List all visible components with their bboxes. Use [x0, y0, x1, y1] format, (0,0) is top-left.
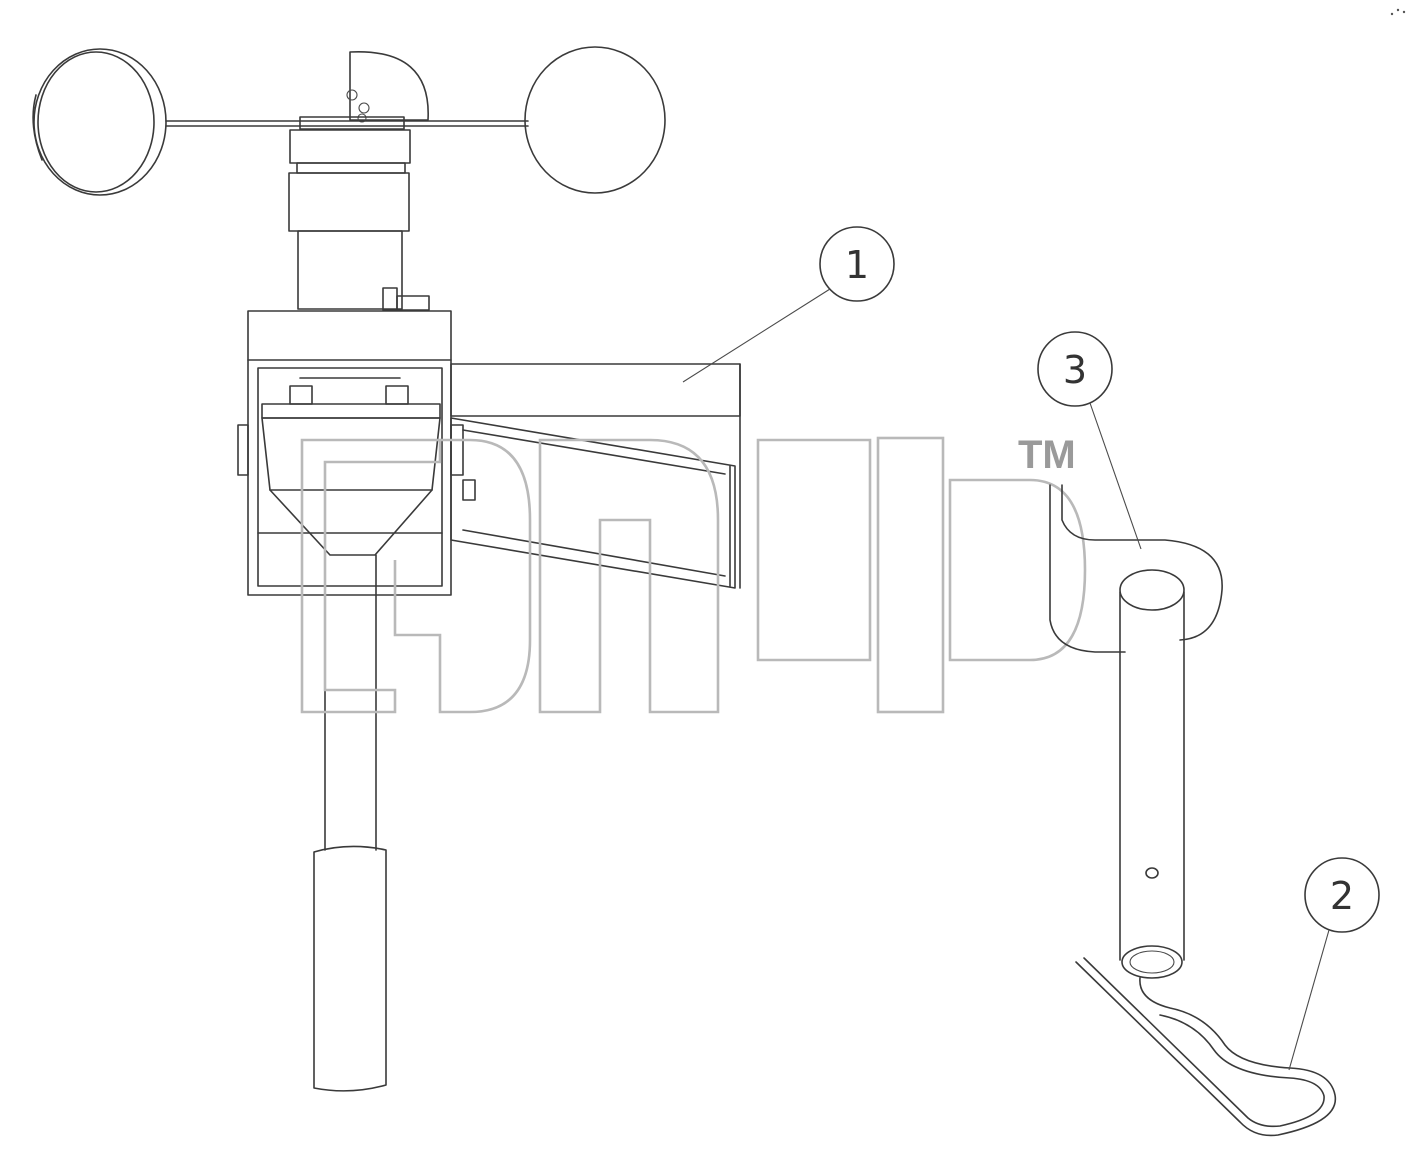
callout-3: 3 — [1037, 331, 1142, 550]
callout-2-label: 2 — [1330, 874, 1354, 918]
callout-3-label: 3 — [1063, 348, 1087, 392]
bracket-arm — [450, 363, 741, 589]
rear-cup — [349, 51, 429, 121]
sensor-shaft — [297, 230, 403, 310]
watermark-logo: TM — [300, 433, 1087, 714]
rod-end — [1121, 945, 1183, 979]
right-cup — [524, 46, 666, 194]
cup-rotor — [32, 46, 666, 196]
hairpin-clip — [1075, 957, 1337, 1137]
callout-1-label: 1 — [845, 243, 869, 287]
sensor-head — [288, 116, 430, 311]
handle-grip — [313, 845, 387, 1092]
corner-marks — [1390, 8, 1406, 16]
mounting-rod — [1049, 484, 1223, 979]
trademark-mark: TM — [1018, 433, 1076, 477]
callout-2: 2 — [1288, 857, 1380, 1071]
callout-1: 1 — [682, 226, 895, 383]
left-cup — [33, 48, 167, 196]
